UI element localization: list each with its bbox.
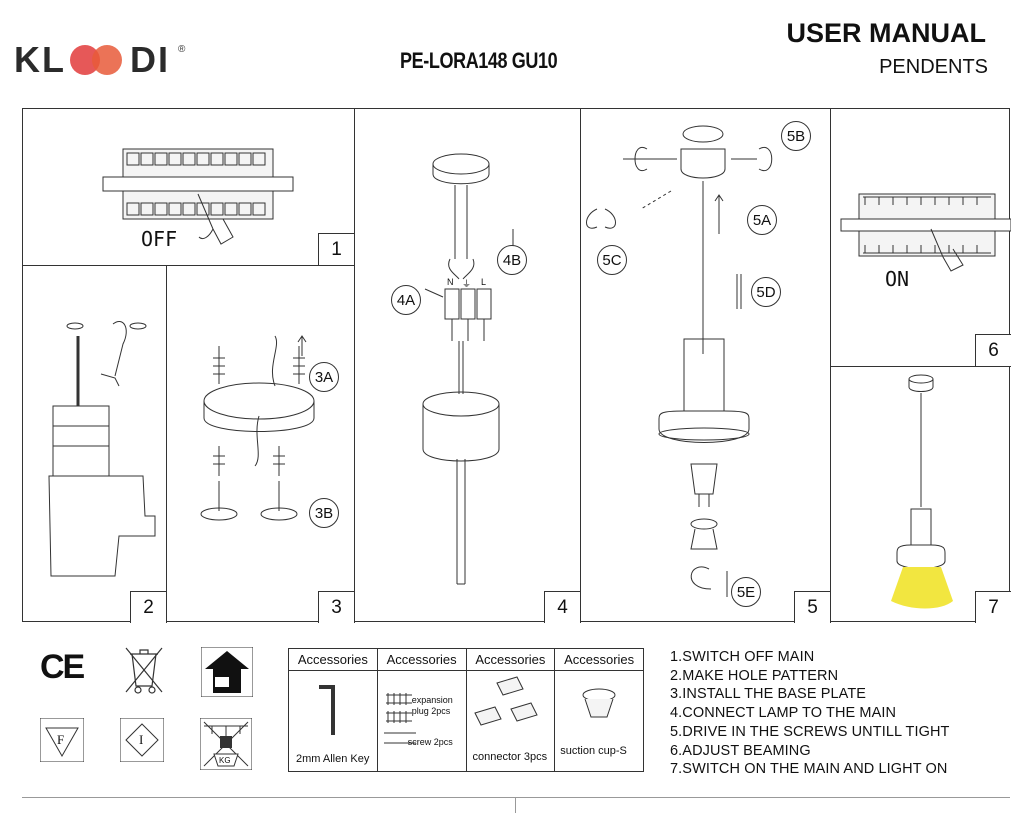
step-label-3a: 3A [309,362,339,392]
step-label-5c: 5C [597,245,627,275]
manual-title: USER MANUAL [786,18,987,48]
panel-3: 3A 3B 3 [167,266,355,623]
step-label-3b: 3B [309,498,339,528]
panel-number-2: 2 [130,591,166,623]
accessory-plugs-screws: Accessories expansion plug 2pcs screw 2p… [377,649,467,771]
model-number: PE-LORA148 GU10 [400,48,558,73]
registered-mark: ® [178,44,186,55]
panel-number-1: 1 [318,233,354,265]
accessory-header: Accessories [377,649,466,671]
lamp-on-illustration [891,374,953,609]
instruction-step: 6.ADJUST BEAMING [670,742,811,759]
allen-key-icon [319,685,335,735]
brand-ring-right [92,45,122,75]
instruction-step: 3.INSTALL THE BASE PLATE [670,686,867,703]
panel-number-3: 3 [318,591,354,623]
instruction-list: 1.SWITCH OFF MAIN 2.MAKE HOLE PATTERN 3.… [670,648,949,779]
instruction-step: 7.SWITCH ON THE MAIN AND LIGHT ON [670,761,948,778]
class-i-icon [120,718,164,762]
accessories-table: Accessories 2mm Allen Key Accessories ex… [288,648,644,772]
instruction-step: 5.DRIVE IN THE SCREWS UNTILL TIGHT [670,723,950,740]
accessory-connector: Accessories connector 3pcs [466,649,556,771]
lamp-assembly-illustration [586,125,773,597]
step-label-4a: 4A [391,285,421,315]
weight-limit-icon [200,718,252,770]
instruction-step: 4.CONNECT LAMP TO THE MAIN [670,705,897,722]
terminal-earth: ⏚ [462,279,472,289]
panel-number-6: 6 [975,334,1011,366]
brand-logo-right: DI [130,39,170,80]
suction-cup-label: suction cup-S [560,745,627,757]
terminal-neutral: N [447,277,454,287]
accessory-header: Accessories [555,649,643,671]
step-label-5b: 5B [781,121,811,151]
terminal-live: L [481,277,487,287]
panel-1: OFF 1 [23,109,355,266]
switch-on-label: ON [885,267,910,291]
breaker-on-illustration [840,193,1011,272]
panel-number-5: 5 [794,591,830,623]
panel-7: 7 [831,367,1011,623]
footer-tick [515,797,516,813]
ce-mark: CE [40,648,85,686]
step-label-4b: 4B [497,245,527,275]
base-plate-illustration [200,335,315,521]
panel-number-7: 7 [975,591,1011,623]
step-label-5d: 5D [751,277,781,307]
drill-illustration [48,321,156,577]
brand-logo-left: KL [14,39,66,80]
connector-icon [473,676,538,726]
plug-screw-icon [383,693,416,744]
instruction-step: 2.MAKE HOLE PATTERN [670,667,839,684]
installation-diagram: OFF 1 2 [22,108,1011,623]
class-i-letter: I [139,732,144,747]
allen-key-label: 2mm Allen Key [296,753,370,765]
connector-label: connector 3pcs [472,751,548,763]
manual-subtitle: PENDENTS [879,56,988,78]
expansion-plug-label: expansion plug 2pcs [411,695,453,716]
accessory-allen-key: Accessories 2mm Allen Key [289,649,378,771]
weight-limit-label: KG [219,756,231,765]
wiring-illustration [422,153,518,585]
panel-6: ON 6 [831,109,1011,367]
weee-bin-icon [125,647,163,694]
panel-4: N ⏚ L 4A 4B 4 [355,109,581,623]
panel-number-4: 4 [544,591,580,623]
footer-divider [22,797,1010,798]
light-beam [891,567,953,609]
screw-label: screw 2pcs [407,737,453,747]
panel-2: 2 [23,266,167,623]
panel-5: 5A 5B 5C 5D 5E 5 [581,109,831,623]
accessory-header: Accessories [466,649,555,671]
f-mark-letter: F [57,732,65,747]
f-mark-icon [40,718,84,762]
switch-off-label: OFF [141,227,178,251]
accessory-suction-cup: Accessories suction cup-S [555,649,643,771]
suction-cup-icon [582,688,616,718]
indoor-use-icon [201,647,253,697]
breaker-off-illustration [102,148,294,245]
brand-logo: KL DI [14,39,170,80]
step-label-5e: 5E [731,577,761,607]
instruction-step: 1.SWITCH OFF MAIN [670,649,815,665]
brand-logo-rings [68,43,128,77]
accessory-header: Accessories [289,649,377,671]
step-label-5a: 5A [747,205,777,235]
